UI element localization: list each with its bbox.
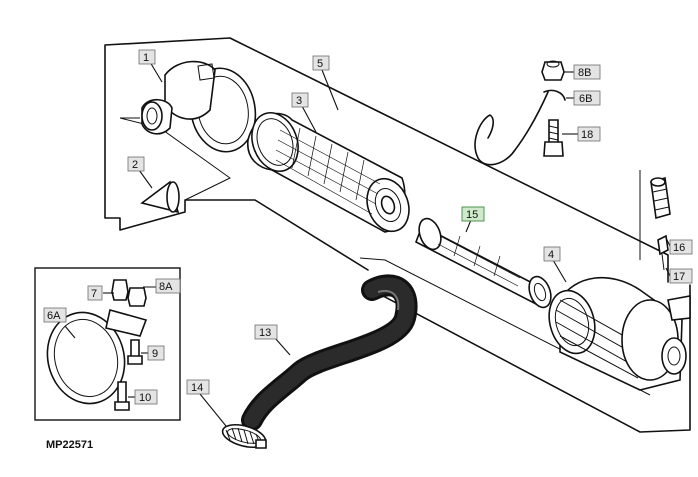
callout-8A: 8A	[155, 278, 181, 294]
callout-6B-text: 6B	[579, 93, 592, 105]
callout-14-text: 14	[191, 382, 203, 394]
dust-valve	[140, 180, 180, 214]
callout-7: 7	[87, 285, 103, 301]
callout-17-text: 17	[673, 271, 685, 283]
intake-hose	[241, 274, 418, 431]
callout-8B: 8B	[573, 64, 601, 80]
callout-18-text: 18	[581, 129, 593, 141]
callout-3-text: 3	[296, 95, 302, 107]
callout-16: 16	[669, 239, 693, 255]
callout-13: 13	[254, 324, 278, 340]
callout-4-text: 4	[548, 249, 554, 261]
callout-5-text: 5	[317, 58, 323, 70]
hose-clamp	[221, 423, 267, 449]
callout-18: 18	[577, 126, 601, 142]
callout-17: 17	[669, 268, 693, 284]
callout-8B-text: 8B	[578, 67, 591, 79]
callout-9-text: 9	[152, 348, 158, 360]
fittings-16-17	[639, 170, 671, 271]
callout-4: 4	[543, 246, 561, 262]
intake-housing	[119, 60, 257, 201]
callout-5: 5	[312, 55, 330, 71]
callout-14: 14	[186, 379, 210, 395]
callout-1-text: 1	[143, 52, 149, 64]
rear-housing	[548, 276, 691, 391]
inset-clamp-parts	[46, 279, 148, 411]
callout-6B: 6B	[573, 90, 601, 106]
callout-15: 15	[461, 206, 485, 222]
drawing-id: MP22571	[46, 439, 93, 451]
secondary-filter-element	[415, 217, 552, 309]
callout-15-text: 15	[466, 209, 478, 221]
callout-10-text: 10	[139, 392, 151, 404]
callout-16-text: 16	[673, 242, 685, 254]
callout-10: 10	[134, 389, 158, 405]
callout-2-text: 2	[132, 159, 138, 171]
callout-1: 1	[138, 49, 156, 65]
callout-3: 3	[291, 92, 309, 108]
callout-13-text: 13	[259, 327, 271, 339]
assembly-outline	[104, 37, 691, 433]
clamp-hardware-top	[474, 60, 566, 166]
callout-6A: 6A	[43, 307, 67, 323]
callout-7-text: 7	[91, 288, 97, 300]
callout-9: 9	[147, 345, 165, 361]
callout-2: 2	[127, 156, 145, 172]
callout-8A-text: 8A	[159, 281, 173, 293]
primary-filter-element	[247, 112, 410, 233]
callout-6A-text: 6A	[47, 310, 61, 322]
